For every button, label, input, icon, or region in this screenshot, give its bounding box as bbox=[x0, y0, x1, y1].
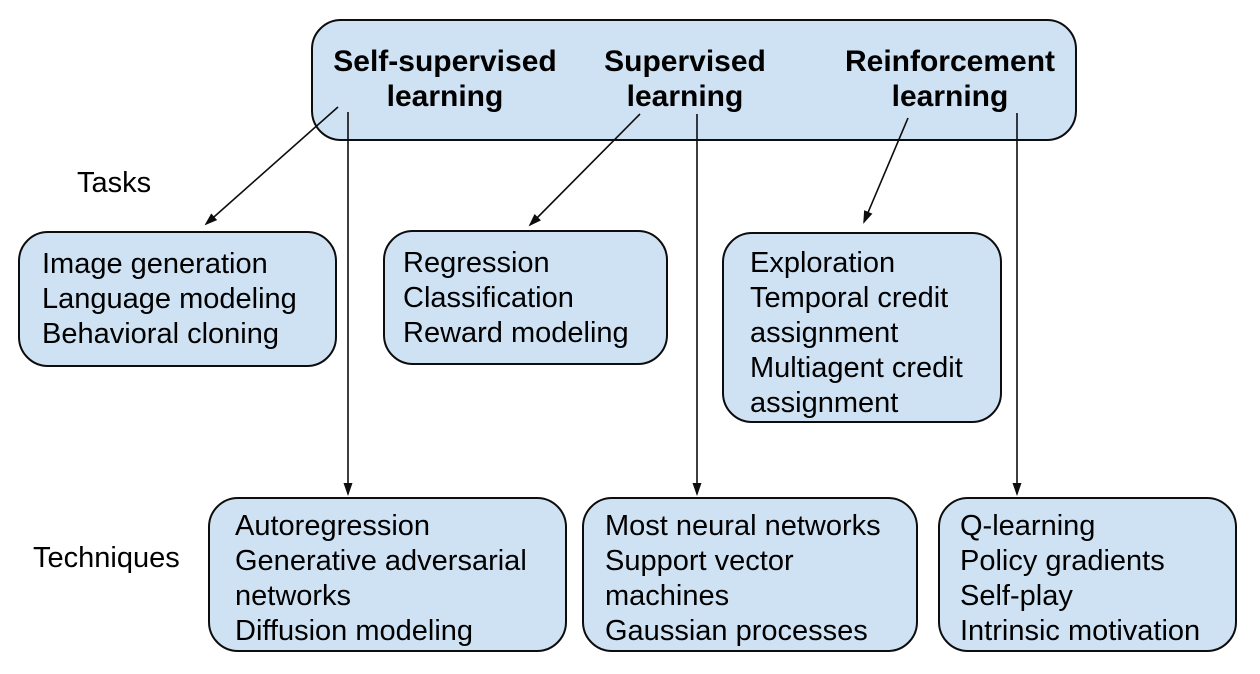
task-item: Exploration bbox=[750, 247, 896, 279]
task-item: Language modeling bbox=[42, 283, 297, 315]
task-item: Multiagent credit bbox=[750, 352, 963, 384]
tasks-box-self-supervised: Image generation Language modeling Behav… bbox=[18, 231, 337, 367]
technique-item: Support vector bbox=[605, 545, 794, 577]
heading-supervised-learning: Supervised learning bbox=[565, 44, 805, 114]
heading-line: Self-supervised bbox=[333, 45, 557, 78]
technique-item: Policy gradients bbox=[960, 545, 1165, 577]
technique-item: Autoregression bbox=[235, 510, 431, 542]
heading-line: Reinforcement bbox=[844, 45, 1056, 78]
task-item: Classification bbox=[403, 282, 574, 314]
task-item: assignment bbox=[750, 387, 899, 419]
task-item: Regression bbox=[403, 247, 550, 279]
technique-item: Gaussian processes bbox=[605, 615, 868, 647]
task-item: assignment bbox=[750, 317, 899, 349]
heading-line: learning bbox=[386, 80, 504, 113]
heading-line: learning bbox=[626, 80, 744, 113]
techniques-row-label: Techniques bbox=[33, 542, 180, 574]
tasks-row-label: Tasks bbox=[77, 167, 152, 199]
heading-self-supervised-learning: Self-supervised learning bbox=[325, 44, 565, 114]
techniques-box-supervised: Most neural networks Support vector mach… bbox=[582, 497, 918, 652]
heading-line: Supervised bbox=[604, 45, 766, 78]
techniques-box-self-supervised: Autoregression Generative adversarial ne… bbox=[208, 497, 567, 652]
paradigms-box: Self-supervised learning Supervised lear… bbox=[311, 19, 1077, 141]
technique-item: Generative adversarial bbox=[235, 545, 527, 577]
technique-item: Intrinsic motivation bbox=[960, 615, 1201, 647]
task-item: Behavioral cloning bbox=[42, 318, 279, 350]
tasks-box-reinforcement: Exploration Temporal credit assignment M… bbox=[722, 232, 1002, 423]
task-item: Temporal credit bbox=[750, 282, 949, 314]
techniques-box-reinforcement: Q-learning Policy gradients Self-play In… bbox=[938, 497, 1237, 652]
technique-item: Most neural networks bbox=[605, 510, 881, 542]
technique-item: Diffusion modeling bbox=[235, 615, 474, 647]
technique-item: Self-play bbox=[960, 580, 1073, 612]
tasks-box-supervised: Regression Classification Reward modelin… bbox=[383, 230, 668, 365]
heading-reinforcement-learning: Reinforcement learning bbox=[830, 44, 1070, 114]
technique-item: machines bbox=[605, 580, 730, 612]
technique-item: Q-learning bbox=[960, 510, 1096, 542]
heading-line: learning bbox=[891, 80, 1009, 113]
task-item: Reward modeling bbox=[403, 317, 629, 349]
task-item: Image generation bbox=[42, 248, 268, 280]
technique-item: networks bbox=[235, 580, 352, 612]
